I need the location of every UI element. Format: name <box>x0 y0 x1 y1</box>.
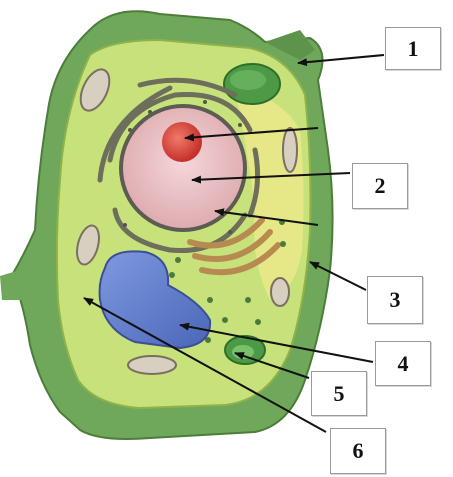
label-box-4: 4 <box>375 341 431 386</box>
chloroplast-lower-inner <box>232 345 254 359</box>
label-box-5: 5 <box>311 371 367 416</box>
label-box-1: 1 <box>385 27 441 70</box>
chloroplast-highlight <box>230 70 266 90</box>
label-box-3: 3 <box>367 276 423 324</box>
label-box-2: 2 <box>352 163 408 209</box>
label-box-6: 6 <box>330 428 386 474</box>
nucleolus <box>162 122 202 162</box>
